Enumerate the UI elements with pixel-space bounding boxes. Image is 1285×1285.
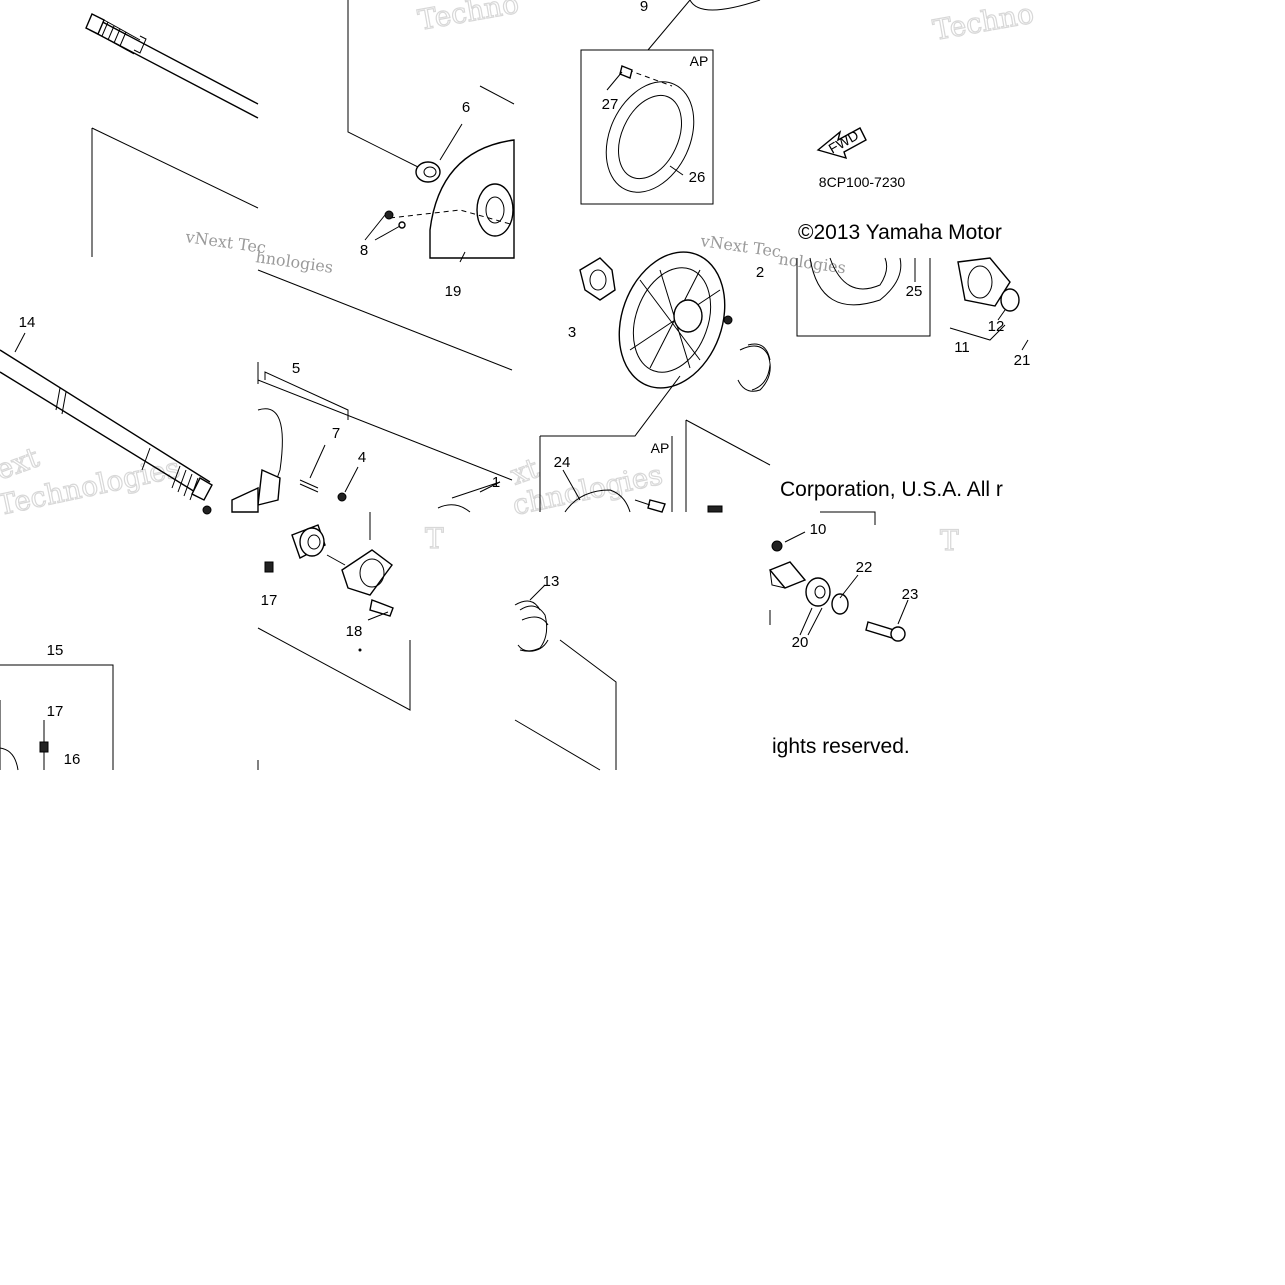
ap-label: AP — [651, 440, 670, 456]
callout-22: 22 — [856, 559, 873, 576]
gasket-kit-box-top — [580, 0, 761, 205]
watermark-text: vNext Tec — [183, 227, 267, 257]
driven-sheave-middle — [437, 251, 771, 513]
diagram-code: 8CP100-7230 — [819, 174, 906, 190]
watermark-text: T — [425, 522, 444, 555]
copyright-line-1: ©2013 Yamaha Motor — [798, 221, 1002, 244]
callout-14: 14 — [19, 314, 36, 331]
callout-26: 26 — [689, 169, 706, 186]
watermark-text: Techno — [415, 0, 521, 37]
callout-19: 19 — [445, 283, 462, 300]
callout-17: 17 — [261, 592, 278, 609]
callout-1: 1 — [492, 474, 500, 491]
watermark-text: vNext Tec — [698, 231, 782, 261]
bearing-housing-right — [796, 257, 1029, 351]
callout-21: 21 — [1014, 352, 1031, 369]
callout-7: 7 — [332, 425, 340, 442]
callout-9: 9 — [640, 0, 648, 15]
callout-4: 4 — [358, 449, 366, 466]
callout-8: 8 — [360, 242, 368, 259]
copyright-line-2: Corporation, U.S.A. All r — [780, 478, 1003, 501]
callout-3: 3 — [568, 324, 576, 341]
callout-23: 23 — [902, 586, 919, 603]
callout-24: 24 — [554, 454, 571, 471]
shaft-drawing-middle — [0, 332, 213, 771]
callout-2: 2 — [756, 264, 764, 281]
copyright-line-3: ights reserved. — [772, 735, 910, 758]
watermark-text: T — [940, 524, 959, 557]
callout-27: 27 — [602, 96, 619, 113]
callout-15: 15 — [47, 642, 64, 659]
watermark-text: Techno — [930, 0, 1036, 47]
callout-16: 16 — [64, 751, 81, 768]
roller-assembly — [768, 511, 909, 642]
watermark-text: hnologies — [254, 247, 334, 277]
cam-assembly — [231, 269, 513, 770]
watermark-layer: Techno Techno vNext Tec vNext Tec hnolog… — [0, 0, 1037, 558]
callout-10: 10 — [810, 521, 827, 538]
fwd-arrow-icon — [816, 127, 867, 160]
callout-13: 13 — [543, 573, 560, 590]
callout-11: 11 — [954, 339, 970, 356]
callout-25: 25 — [906, 283, 923, 300]
ap-label: AP — [690, 53, 709, 69]
callout-18: 18 — [346, 623, 363, 640]
callout-5: 5 — [292, 360, 300, 377]
spring-assembly — [514, 584, 617, 771]
callout-17: 17 — [47, 703, 64, 720]
shaft-drawing-top — [85, 13, 259, 257]
callout-6: 6 — [462, 99, 470, 116]
callout-12: 12 — [988, 318, 1005, 335]
callout-labels: 9 27 26 6 8 19 2 25 12 11 21 14 5 7 4 3 … — [19, 0, 1031, 768]
callout-20: 20 — [792, 634, 809, 651]
driven-sheave-top — [347, 0, 515, 263]
